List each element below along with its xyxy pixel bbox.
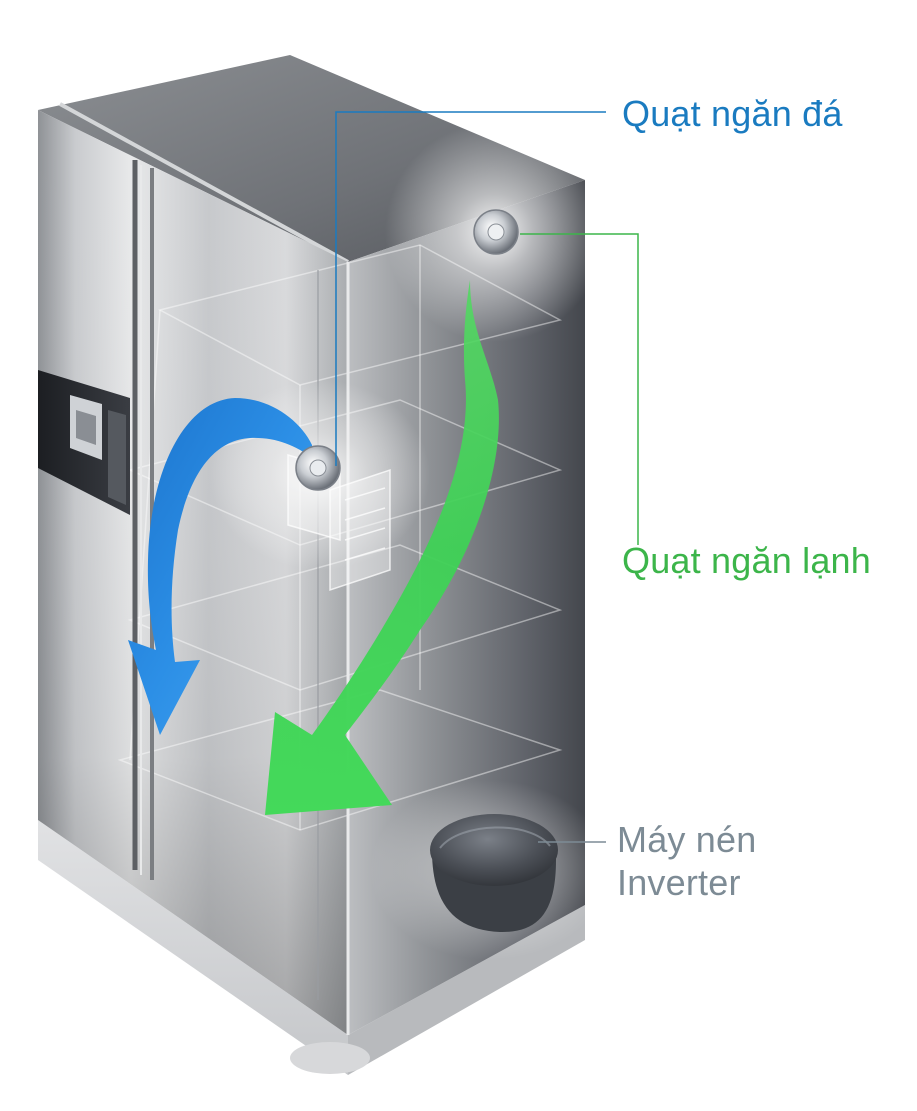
freezer-fan-label: Quạt ngăn đá bbox=[622, 93, 843, 134]
leader-lines bbox=[335, 111, 639, 843]
fridge-airflow-arrow bbox=[265, 280, 499, 815]
compressor-icon bbox=[430, 814, 558, 933]
fridge-fan-icon bbox=[473, 209, 519, 255]
fridge-fan-leader bbox=[520, 233, 639, 545]
freezer-fan-icon bbox=[295, 445, 341, 491]
freezer-fan-leader bbox=[335, 111, 606, 466]
compressor-label: Máy nén Inverter bbox=[617, 818, 756, 904]
water-dispenser bbox=[38, 370, 130, 515]
freezer-airflow-arrow bbox=[128, 398, 312, 735]
compressor-label-line1: Máy nén bbox=[617, 819, 757, 860]
fridge-fan-label: Quạt ngăn lạnh bbox=[622, 540, 871, 581]
compressor-label-line2: Inverter bbox=[617, 862, 741, 903]
